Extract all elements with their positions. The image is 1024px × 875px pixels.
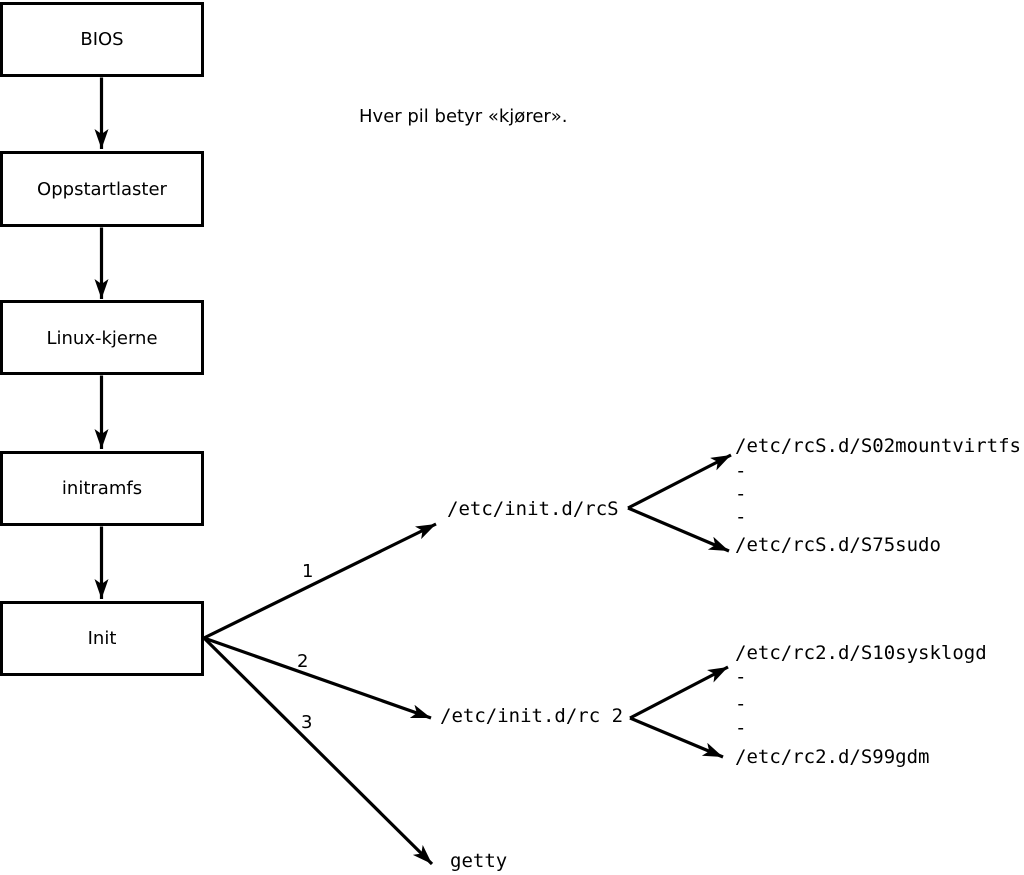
rc2-ellipsis-dash-3: - — [735, 717, 746, 739]
arrow-rc2-to-s99gdm — [629, 716, 724, 759]
arrow-init-to-getty — [202, 636, 434, 866]
initramfs-label: initramfs — [62, 478, 142, 499]
branch-1-number: 1 — [302, 561, 313, 582]
rcs-script-s75sudo-label: /etc/rcS.d/S75sudo — [735, 534, 941, 556]
arrow-rc2-to-s10sysklogd — [629, 665, 729, 720]
rcs-node-label: /etc/init.d/rcS — [447, 498, 619, 520]
bios-label: BIOS — [80, 29, 123, 50]
rcs-ellipsis-dash-3: - — [735, 506, 746, 528]
rc2-script-s99gdm-label: /etc/rc2.d/S99gdm — [735, 746, 929, 768]
initramfs-box — [0, 451, 204, 526]
getty-node-label: getty — [450, 850, 507, 872]
arrow-init-to-rcs — [203, 522, 437, 640]
branch-2-number: 2 — [297, 651, 308, 672]
rc2-ellipsis-dash-1: - — [735, 666, 746, 688]
caption-text: Hver pil betyr «kjører». — [359, 106, 568, 127]
rcs-ellipsis-dash-2: - — [735, 483, 746, 505]
kernel-label: Linux-kjerne — [46, 328, 157, 349]
rcs-ellipsis-dash-1: - — [735, 460, 746, 482]
branch-3-number: 3 — [301, 712, 312, 733]
kernel-box — [0, 300, 204, 375]
rc2-script-s10sysklogd-label: /etc/rc2.d/S10sysklogd — [735, 642, 987, 664]
rcs-script-s02mountvirtfs-label: /etc/rcS.d/S02mountvirtfs — [735, 435, 1021, 457]
bootloader-box — [0, 151, 204, 227]
rc2-node-label: /etc/init.d/rc 2 — [440, 705, 623, 727]
arrow-rcs-to-s02mountvirtfs — [627, 453, 732, 510]
init-box — [0, 601, 204, 676]
bios-box — [0, 2, 204, 77]
init-label: Init — [88, 628, 117, 649]
bootloader-label: Oppstartlaster — [37, 179, 167, 200]
arrow-rcs-to-s75sudo — [627, 506, 730, 553]
rc2-ellipsis-dash-2: - — [735, 693, 746, 715]
arrow-init-to-rc2 — [203, 636, 432, 720]
